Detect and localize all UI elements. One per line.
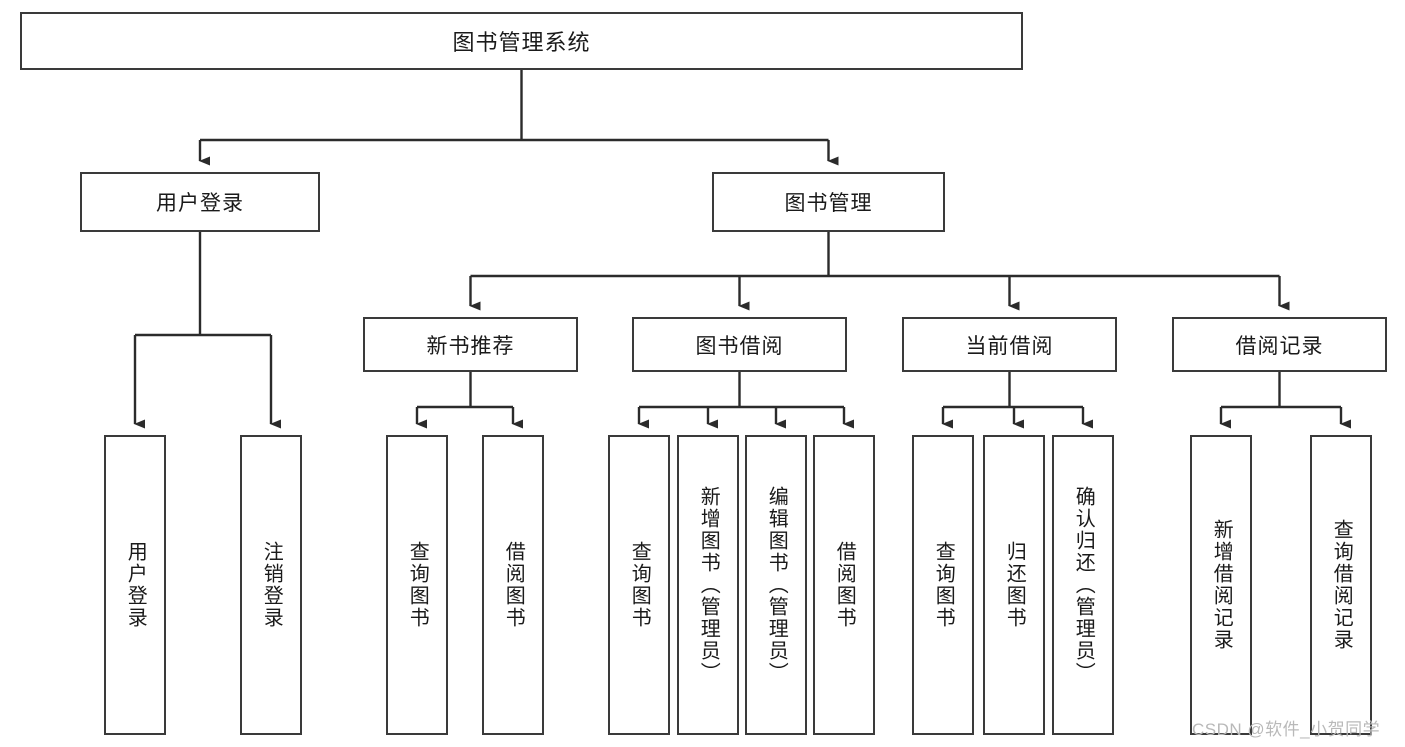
node-current-borrow: 当前借阅	[902, 317, 1117, 372]
node-user-login: 用户登录	[80, 172, 320, 232]
node-label: 查询图书	[932, 541, 955, 629]
node-label: 注销登录	[260, 541, 283, 629]
node-leaf-add-record: 新增借阅记录	[1190, 435, 1252, 735]
node-label: 用户登录	[124, 541, 147, 629]
node-leaf-user-logout: 注销登录	[240, 435, 302, 735]
node-leaf-borrow-book-rec: 借阅图书	[482, 435, 544, 735]
node-leaf-edit-book: 编辑图书（管理员）	[745, 435, 807, 735]
node-label: 新增借阅记录	[1210, 519, 1233, 651]
node-label: 借阅图书	[502, 541, 525, 629]
node-leaf-query-book: 查询图书	[608, 435, 670, 735]
node-leaf-user-login: 用户登录	[104, 435, 166, 735]
node-leaf-return-book: 归还图书	[983, 435, 1045, 735]
node-book-borrow: 图书借阅	[632, 317, 847, 372]
node-label: 查询借阅记录	[1330, 519, 1353, 651]
node-leaf-borrow-book: 借阅图书	[813, 435, 875, 735]
node-label: 确认归还（管理员）	[1072, 486, 1095, 684]
node-label: 图书管理	[784, 192, 873, 215]
node-label: 新增图书（管理员）	[697, 486, 720, 684]
node-leaf-query-book-cur: 查询图书	[912, 435, 974, 735]
node-label: 图书管理系统	[452, 30, 591, 55]
node-label: 查询图书	[406, 541, 429, 629]
node-root: 图书管理系统	[20, 12, 1023, 70]
node-book-manage: 图书管理	[712, 172, 945, 232]
node-label: 用户登录	[156, 192, 244, 215]
node-new-book-rec: 新书推荐	[363, 317, 578, 372]
node-leaf-query-record: 查询借阅记录	[1310, 435, 1372, 735]
node-label: 新书推荐	[426, 334, 515, 358]
node-leaf-add-book: 新增图书（管理员）	[677, 435, 739, 735]
node-label: 图书借阅	[695, 334, 784, 358]
node-label: 借阅图书	[833, 541, 856, 629]
node-label: 查询图书	[628, 541, 651, 629]
node-label: 编辑图书（管理员）	[765, 486, 788, 684]
node-leaf-query-book-rec: 查询图书	[386, 435, 448, 735]
node-label: 借阅记录	[1235, 334, 1324, 358]
node-leaf-confirm-return: 确认归还（管理员）	[1052, 435, 1114, 735]
node-borrow-record: 借阅记录	[1172, 317, 1387, 372]
node-label: 当前借阅	[965, 334, 1054, 358]
node-label: 归还图书	[1003, 541, 1026, 629]
